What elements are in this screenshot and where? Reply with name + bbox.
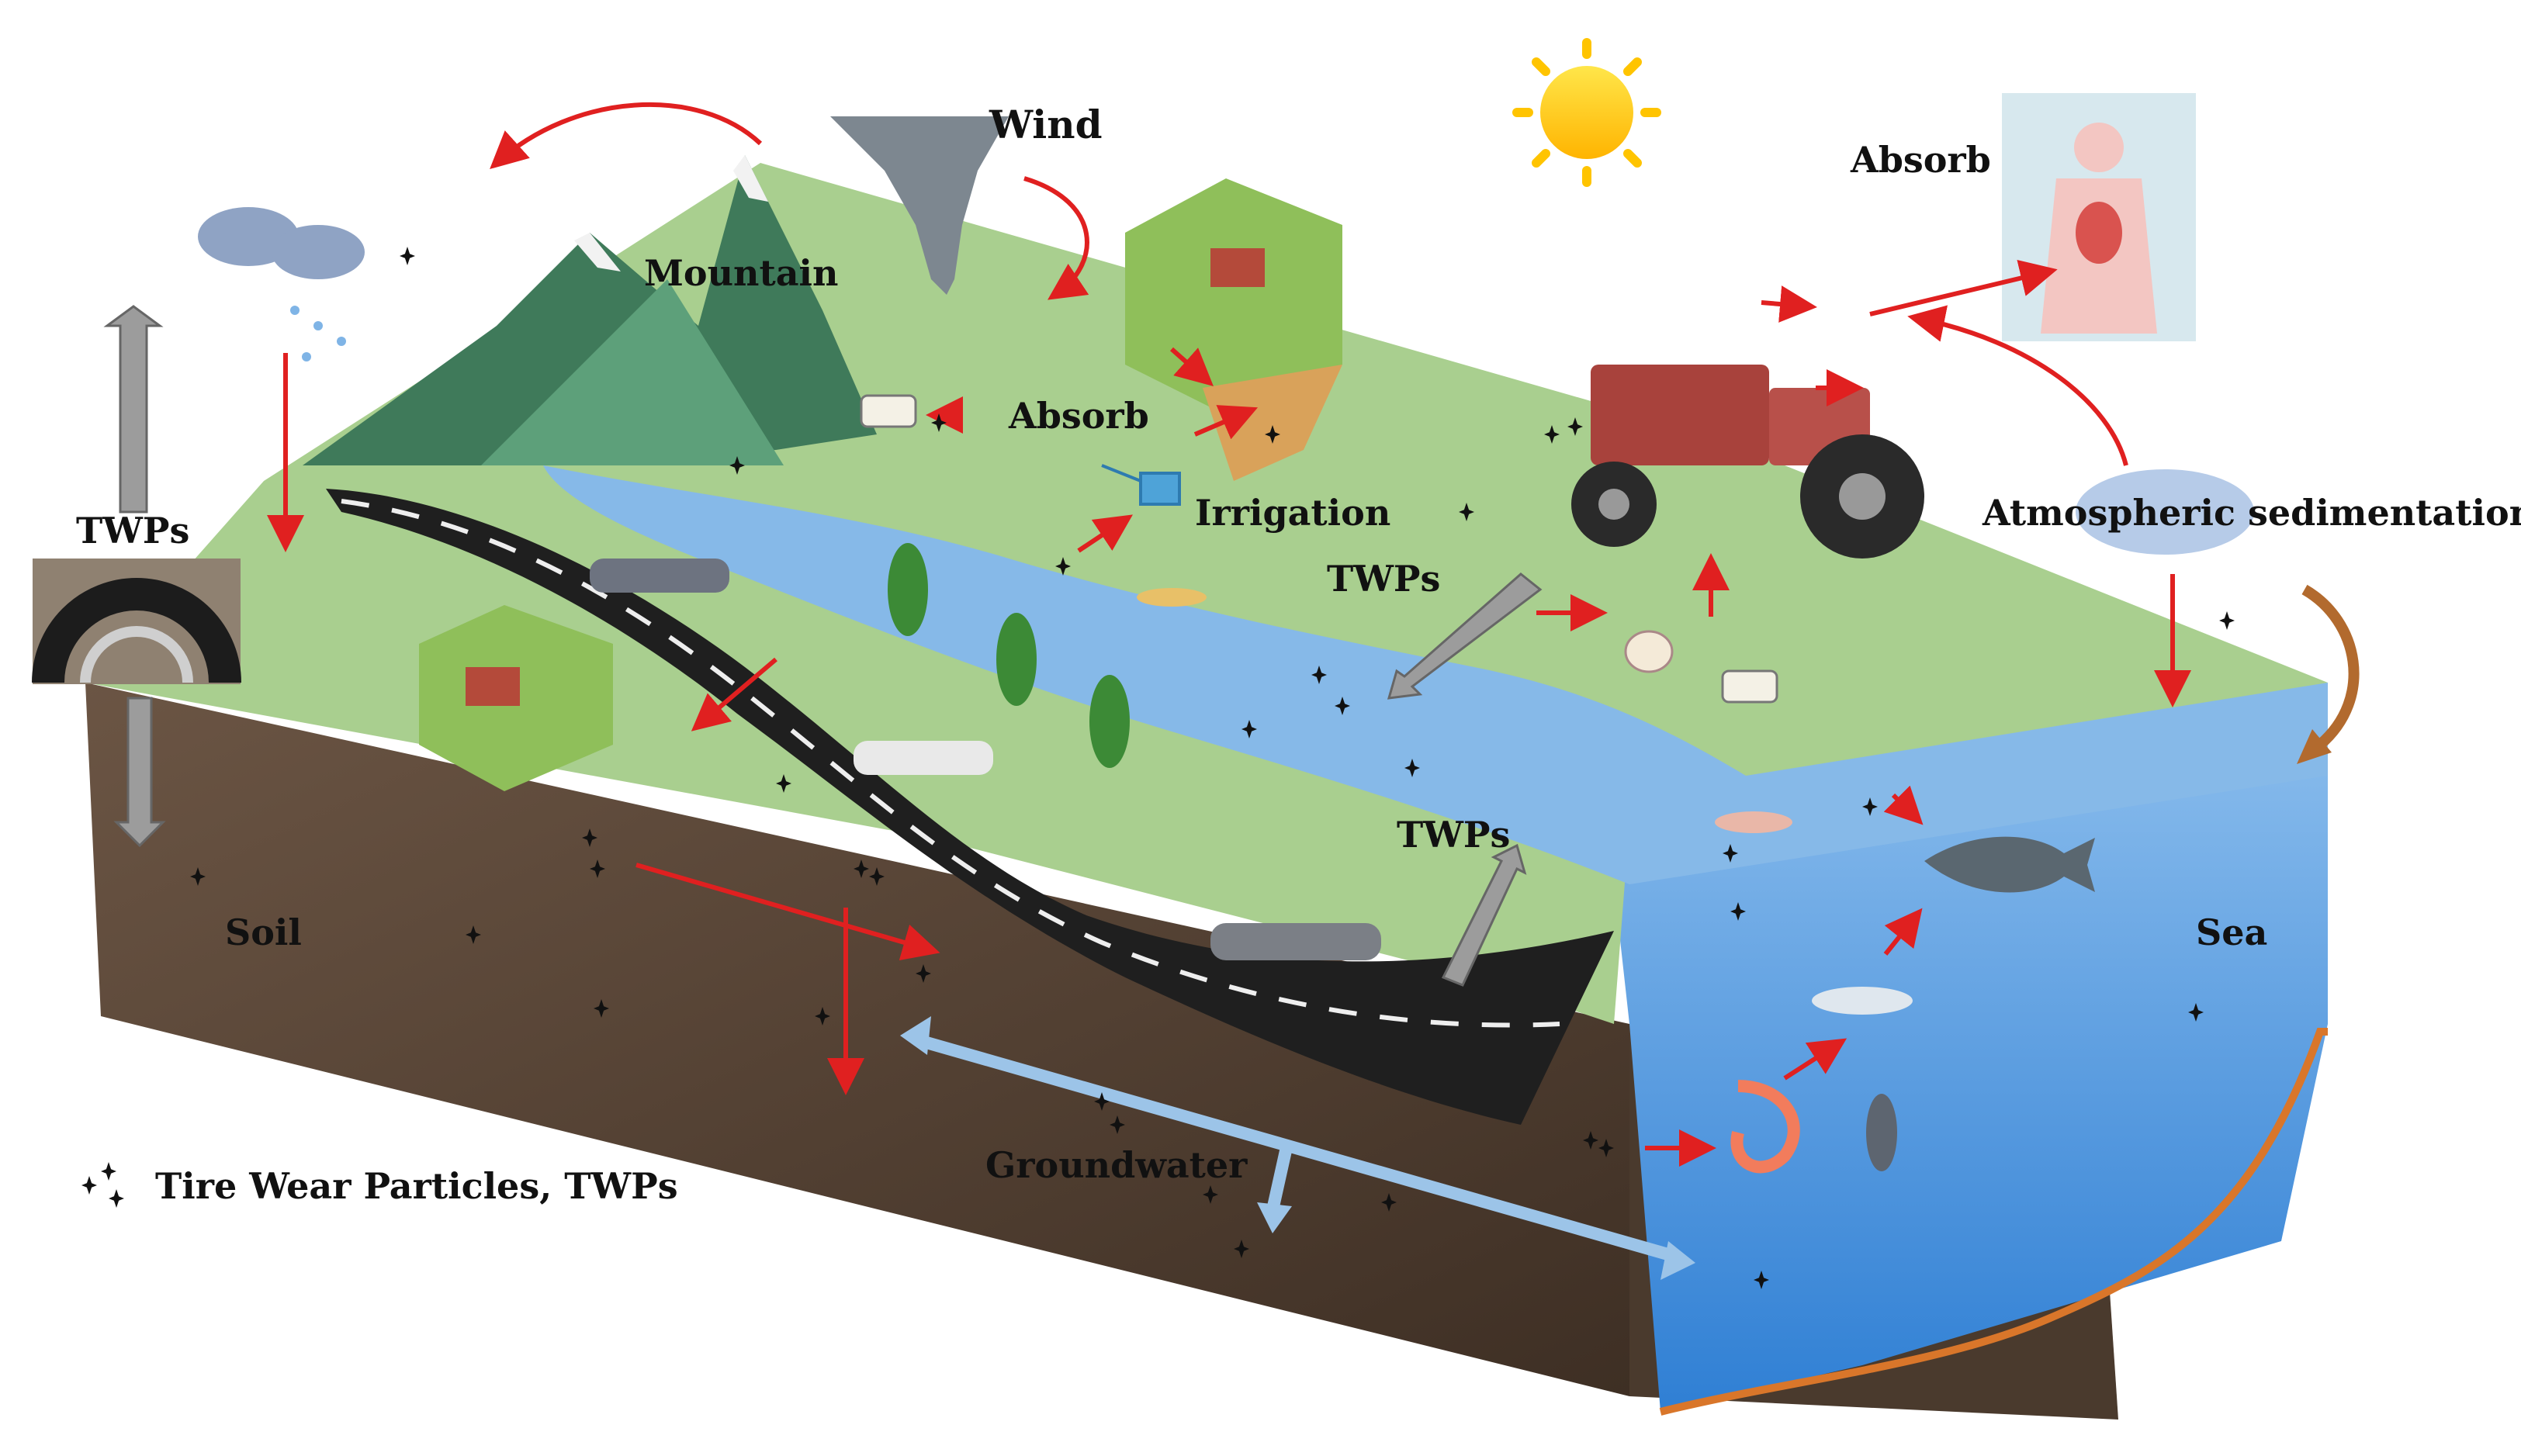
chicken-icon <box>1624 630 1674 673</box>
cow-icon <box>860 394 917 428</box>
tornado-icon <box>830 116 1009 295</box>
river <box>543 465 2328 884</box>
mountain <box>303 155 877 465</box>
flow-arrows <box>267 102 2191 1167</box>
transport-arrows <box>103 305 2360 1280</box>
shrimp-icon <box>1730 1080 1800 1174</box>
sea-block <box>1614 683 2328 1416</box>
atmospheric-cloud-icon <box>2076 469 2254 555</box>
label-absorb-human: Absorb <box>1850 139 1991 181</box>
label-atmospheric-sedimentation: Atmospheric sedimentation <box>1982 492 2521 534</box>
shark-icon <box>1924 836 2095 893</box>
label-twps-left: TWPs <box>76 510 189 552</box>
label-wind: Wind <box>989 102 1103 147</box>
squid-icon <box>1866 1094 1897 1171</box>
fish-icon <box>1137 588 1913 1015</box>
label-twps-road: TWPs <box>1397 814 1510 856</box>
rain-cloud-icon <box>198 207 365 361</box>
label-sea: Sea <box>2196 911 2267 953</box>
label-twps-center: TWPs <box>1327 558 1440 600</box>
legend-particle-icon <box>81 1176 97 1195</box>
tree-icon <box>888 543 1130 768</box>
tractor-icon <box>1571 365 1924 559</box>
watering-can-icon <box>1101 464 1181 506</box>
road <box>326 489 1614 1125</box>
label-groundwater: Groundwater <box>985 1144 1248 1186</box>
human-body-icon <box>2002 93 2196 341</box>
cow-icon <box>1721 669 1778 704</box>
label-absorb-animal: Absorb <box>1008 395 1149 437</box>
car-icon <box>590 559 1381 960</box>
label-irrigation: Irrigation <box>1195 492 1390 534</box>
tire-icon <box>32 559 241 684</box>
sun-icon <box>1512 38 1661 187</box>
label-soil: Soil <box>225 911 302 953</box>
label-mountain: Mountain <box>644 252 838 294</box>
legend: Tire Wear Particles, TWPs <box>81 1162 678 1208</box>
legend-label: Tire Wear Particles, TWPs <box>155 1165 678 1207</box>
